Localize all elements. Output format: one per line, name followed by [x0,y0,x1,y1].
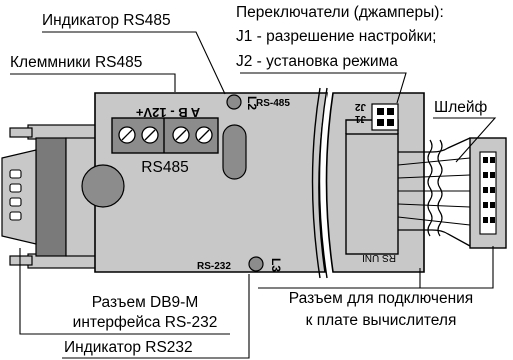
idc-plug [469,137,507,249]
led-rs232 [248,256,264,272]
ribbon-cable-label: Шлейф [434,99,488,116]
db9-pin [9,183,22,193]
jumper-j2-label: J2 [354,101,366,112]
leader-lines [10,31,497,359]
db9-pin [9,211,22,221]
terminal-block [111,117,219,154]
jumpers [371,103,399,131]
terminal-marks: A B - 12V+ [136,105,201,120]
terminal-block-label: RS485 [141,159,188,176]
led-rs485 [226,94,242,110]
db9-connector [1,124,105,269]
led-rs485-label: RS-485 [256,98,290,109]
round-component [81,164,125,208]
switches-j2: J2 - установка режима [236,53,398,70]
oval-component [222,124,247,180]
jumper-j1-label: J1 [354,113,366,124]
switches-j1: J1 - разрешение настройки; [236,28,437,45]
connector-label-line1: Разъем для подключения [288,290,474,307]
indicator-rs232-label: Индикатор RS232 [64,339,193,356]
terminal-screw [118,126,136,144]
rs-uni-label: RS UNI [362,252,396,263]
db9-pin [9,197,22,207]
db9-label-line1: Разъем DB9-M [91,294,199,311]
switches-title: Переключатели (джамперы): [236,4,444,21]
connector-label-line2: к плате вычислителя [305,312,457,329]
led-rs232-label: RS-232 [197,261,231,272]
terminal-screw [195,126,213,144]
board-right [325,92,425,273]
board [94,87,328,279]
terminal-screw [172,126,190,144]
led-rs485-id: L2 [245,96,259,110]
db9-label-line2: интерфейса RS-232 [72,314,218,331]
terminals-rs485-label: Клеммники RS485 [10,54,143,71]
terminal-screw [141,126,159,144]
led-rs232-id: L3 [269,258,283,272]
indicator-rs485-label: Индикатор RS485 [42,12,171,29]
db9-pin [9,169,22,179]
ribbon-cable [397,137,471,247]
